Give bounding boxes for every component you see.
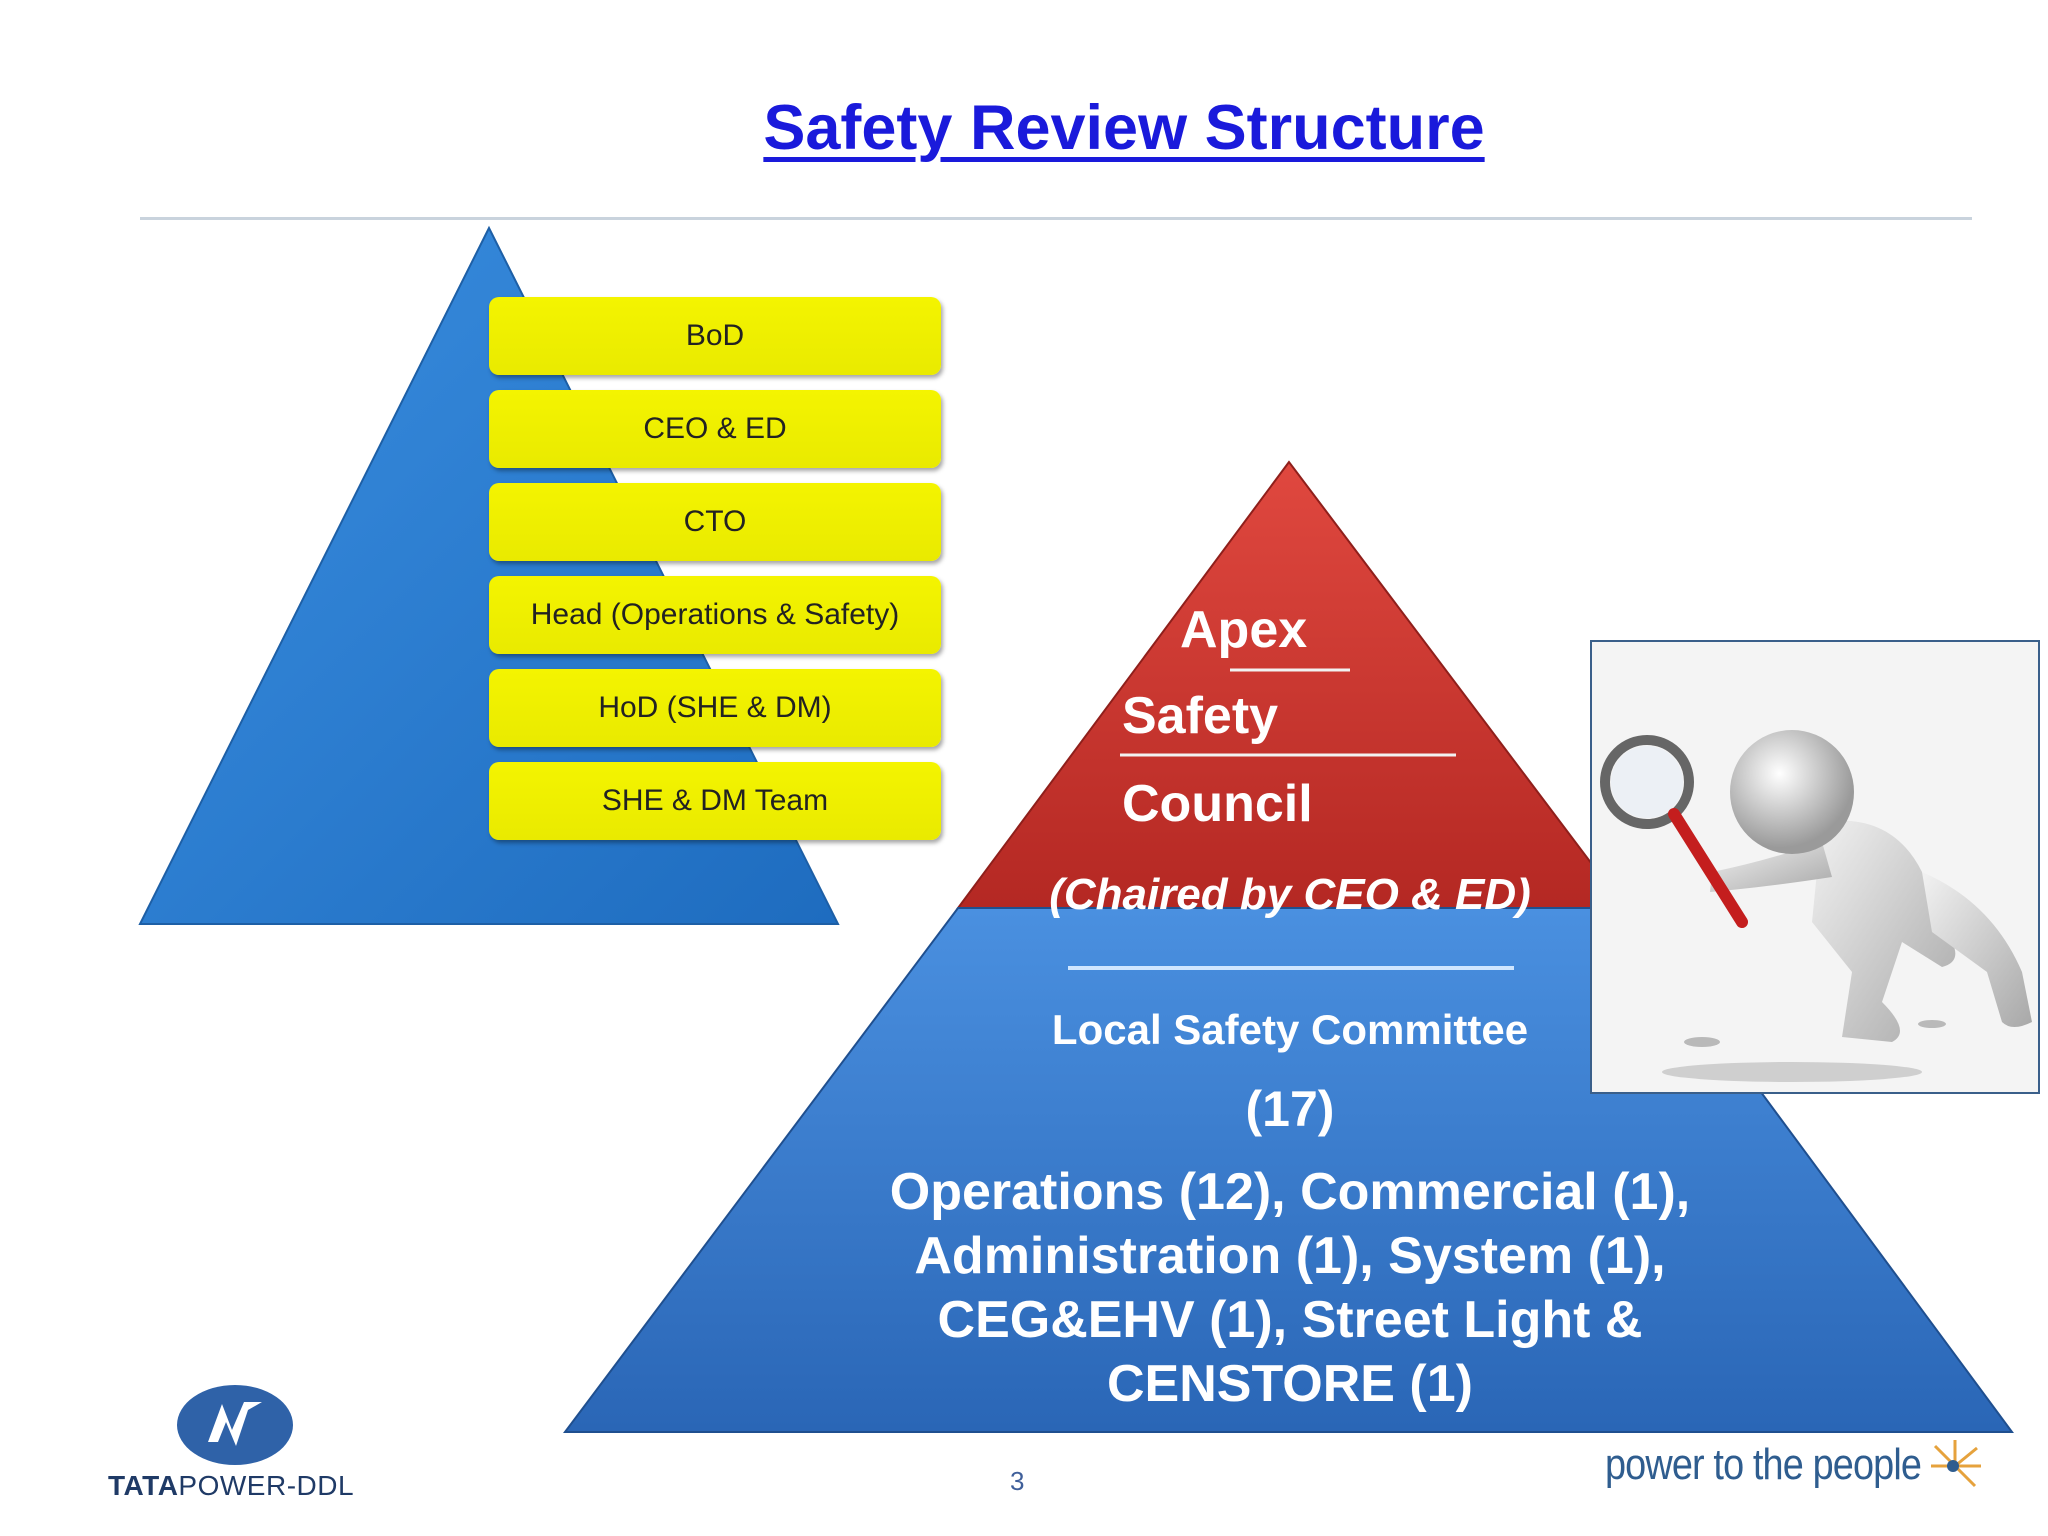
tata-power-logo-icon <box>177 1385 293 1465</box>
level-label: SHE & DM Team <box>601 784 829 817</box>
breakdown-line: Operations (12), Commercial (1), <box>889 1163 1691 1221</box>
apex-line-1: Apex <box>1180 601 1308 659</box>
committee-count: (17) <box>1245 1081 1335 1137</box>
apex-chair-note: (Chaired by CEO & ED) <box>1049 870 1531 919</box>
level-bar-team: SHE & DM Team <box>489 762 941 840</box>
logo-rest: POWER-DDL <box>178 1470 355 1501</box>
company-logo-text: TATAPOWER-DDL <box>108 1470 354 1502</box>
breakdown-line: CENSTORE (1) <box>1107 1355 1473 1413</box>
title-divider <box>140 217 1972 220</box>
apex-line-2: Safety <box>1122 687 1279 745</box>
committee-breakdown: Operations (12), Commercial (1), Adminis… <box>740 1160 1840 1416</box>
apex-line-3: Council <box>1122 775 1313 833</box>
level-label: HoD (SHE & DM) <box>598 691 832 724</box>
magnifying-glass-figure-illustration <box>1590 640 2040 1094</box>
figure-icon <box>1600 730 2032 1082</box>
slide-title-text: Safety Review Structure <box>763 93 1485 163</box>
level-label: Head (Operations & Safety) <box>530 598 900 631</box>
level-label: CEO & ED <box>643 412 787 445</box>
slide-title: Safety Review Structure <box>0 92 2048 164</box>
level-label: CTO <box>683 505 747 538</box>
level-bar-bod: BoD <box>489 297 941 375</box>
level-label: BoD <box>685 319 745 352</box>
breakdown-line: Administration (1), System (1), <box>914 1227 1666 1285</box>
apex-council-section <box>956 460 1628 909</box>
logo-bold: TATA <box>108 1470 179 1501</box>
level-bar-head-ops: Head (Operations & Safety) <box>489 576 941 654</box>
page-number: 3 <box>1010 1466 1025 1496</box>
committee-title: Local Safety Committee <box>1051 1006 1529 1053</box>
level-bar-cto: CTO <box>489 483 941 561</box>
sunburst-person-icon <box>1931 1440 1981 1488</box>
breakdown-line: CEG&EHV (1), Street Light & <box>937 1291 1643 1349</box>
level-bar-hod: HoD (SHE & DM) <box>489 669 941 747</box>
tagline: power to the people <box>1605 1440 1922 1489</box>
level-bar-ceo: CEO & ED <box>489 390 941 468</box>
